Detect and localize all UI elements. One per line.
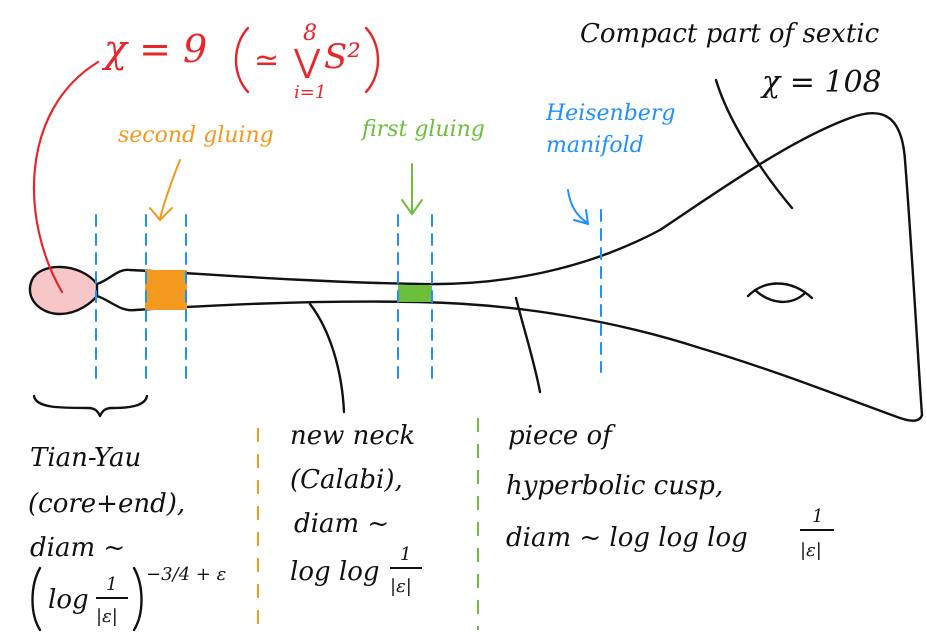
compact-pointer: [714, 78, 794, 210]
compact-label-line1: Compact part of sextic: [580, 19, 880, 49]
heisenberg-label-line2: manifold: [546, 133, 644, 158]
first-gluing-arrow: [401, 163, 423, 216]
chi9-arrow: [32, 60, 100, 294]
neck-formula-num: 1: [400, 544, 411, 565]
tian-label-line1: Tian-Yau: [30, 443, 141, 473]
tian-yau-brace: [32, 394, 149, 418]
heisenberg-arrow: [567, 189, 590, 226]
chi9-wedge-top: 8: [303, 21, 317, 46]
neck-formula-den: |ε|: [390, 576, 412, 597]
chi9-wedge-bottom: i=1: [294, 82, 326, 103]
cusp-label-line2: hyperbolic cusp,: [506, 471, 723, 501]
compact-handle-upper: [746, 282, 814, 300]
chi9-wedge: ⋁: [293, 42, 321, 80]
neck-label-line1: new neck: [290, 421, 415, 451]
chi9-lhs: χ = 9: [101, 27, 207, 71]
cusp-formula-den: |ε|: [800, 540, 822, 561]
cusp-formula-num: 1: [812, 506, 823, 527]
first-gluing-region: [398, 285, 432, 302]
tian-formula-num: 1: [106, 574, 117, 595]
chi9-left-paren: [234, 26, 250, 94]
neck-formula-log: log log: [290, 557, 380, 587]
second-gluing-label: second gluing: [118, 123, 274, 148]
second-gluing-arrow: [149, 159, 181, 222]
chi9-s2: S²: [324, 37, 361, 77]
chi9-right-paren: [364, 26, 380, 94]
chi9-simeq: ≃: [254, 43, 279, 78]
compact-handle-lower: [753, 288, 806, 303]
cusp-label-line1: piece of: [508, 421, 616, 451]
tian-label-line2: (core+end),: [28, 489, 185, 519]
neck-label-line2: (Calabi),: [290, 465, 403, 495]
second-gluing-region: [145, 270, 187, 310]
tian-formula-den: |ε|: [96, 606, 118, 627]
tian-formula-log: log: [48, 585, 89, 615]
neck-pointer: [308, 302, 346, 414]
tian-label-line3: diam ~: [30, 533, 125, 563]
tian-yau-core: [28, 265, 99, 316]
tube-lower-boundary: [95, 294, 924, 422]
neck-label-line3: diam ~: [294, 509, 389, 539]
cusp-label-line3: diam ~ log log log: [506, 523, 748, 553]
cusp-pointer: [514, 296, 542, 394]
tian-formula-exp: −3/4 + ε: [146, 564, 226, 585]
first-gluing-label: first gluing: [360, 117, 485, 142]
tian-formula-right-paren: [132, 566, 143, 632]
tian-formula-left-paren: [31, 566, 42, 632]
tube-upper-boundary: [95, 112, 924, 417]
compact-label-line2: χ = 108: [760, 65, 882, 100]
heisenberg-label-line1: Heisenberg: [545, 101, 675, 126]
